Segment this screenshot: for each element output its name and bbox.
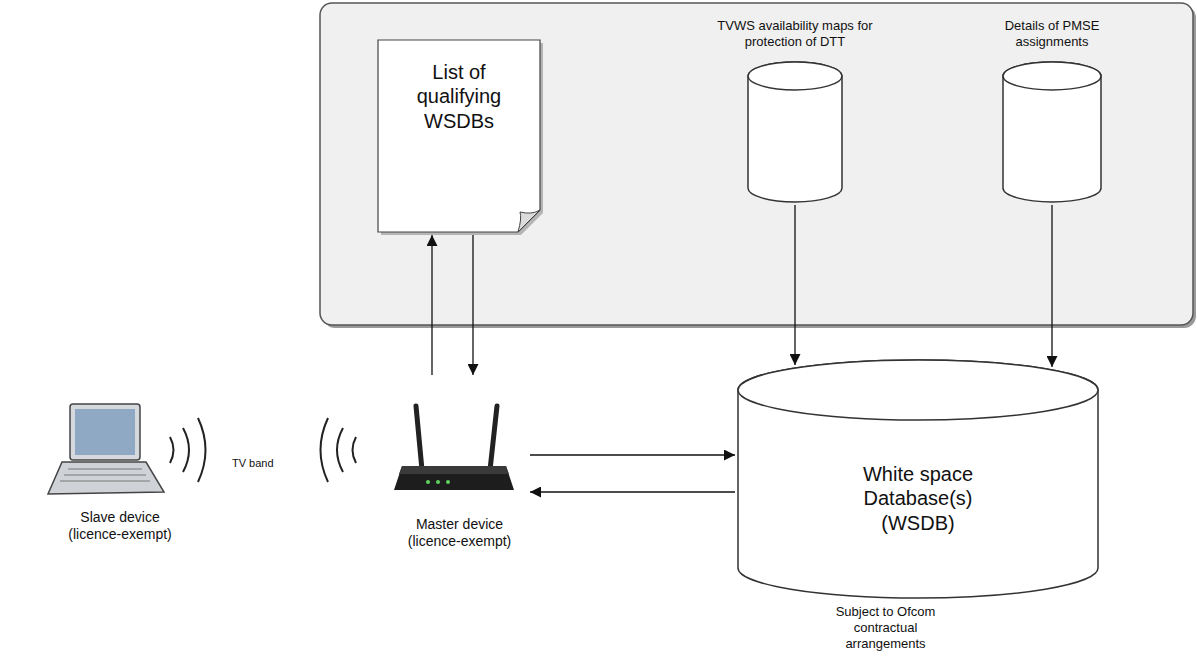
flow-arrow — [1051, 205, 1052, 367]
router-body — [394, 466, 514, 490]
device-node: Master device (licence-exempt) — [392, 378, 527, 558]
database-cylinder: Details of PMSE assignments — [1003, 62, 1101, 202]
radio-wave — [170, 437, 174, 463]
flow-arrow — [530, 491, 735, 492]
flow-arrow — [472, 235, 473, 375]
router-led — [436, 480, 440, 484]
node-label: Master device (licence-exempt) — [395, 516, 525, 550]
ofcom-panel — [320, 3, 1193, 325]
cylinder-body — [738, 360, 1098, 598]
database-cylinder: White space Database(s) (WSDB)Subject to… — [738, 360, 1098, 598]
router-led — [426, 480, 430, 484]
node-heading: Details of PMSE assignments — [997, 18, 1107, 50]
node-label: List of qualifying WSDBs — [389, 60, 529, 133]
keyboard-row — [60, 481, 150, 482]
laptop-base — [48, 462, 164, 494]
radio-wave — [321, 418, 329, 482]
laptop-icon — [48, 404, 164, 494]
cylinder-top — [748, 62, 842, 90]
cylinder-top — [738, 360, 1098, 420]
laptop-screen-frame — [70, 404, 140, 460]
document-body — [378, 40, 540, 232]
router-icon — [394, 406, 514, 490]
cylinder-outline — [1003, 62, 1101, 202]
router-top — [399, 466, 509, 474]
node-label: Slave device (licence-exempt) — [55, 509, 185, 543]
router-antenna — [416, 406, 422, 470]
flow-arrow — [530, 454, 735, 455]
cylinder-top — [1003, 62, 1101, 90]
router-antenna — [490, 406, 497, 470]
cylinder-body — [748, 62, 842, 202]
laptop-screen — [75, 409, 135, 455]
band-label: TV band — [232, 457, 274, 469]
radio-wave — [337, 428, 343, 472]
radio-wave — [353, 437, 357, 463]
laptop-waves — [170, 418, 206, 482]
document-shape: List of qualifying WSDBs — [378, 40, 540, 232]
device-node: Slave device (licence-exempt) — [50, 395, 190, 555]
cylinder-outline — [748, 62, 842, 202]
radio-wave — [198, 418, 206, 482]
document-fold — [518, 210, 540, 232]
node-heading: TVWS availability maps for protection of… — [715, 18, 875, 50]
database-cylinder: TVWS availability maps for protection of… — [748, 62, 842, 202]
node-caption: Subject to Ofcom contractual arrangement… — [823, 604, 948, 652]
flow-arrow — [431, 235, 432, 375]
radio-wave — [183, 428, 189, 472]
keyboard-row — [64, 475, 146, 476]
node-label: White space Database(s) (WSDB) — [843, 462, 993, 535]
flow-arrow — [794, 205, 795, 365]
keyboard-row — [68, 469, 142, 470]
router-led — [446, 480, 450, 484]
router-waves — [321, 418, 357, 482]
cylinder-body — [1003, 62, 1101, 202]
